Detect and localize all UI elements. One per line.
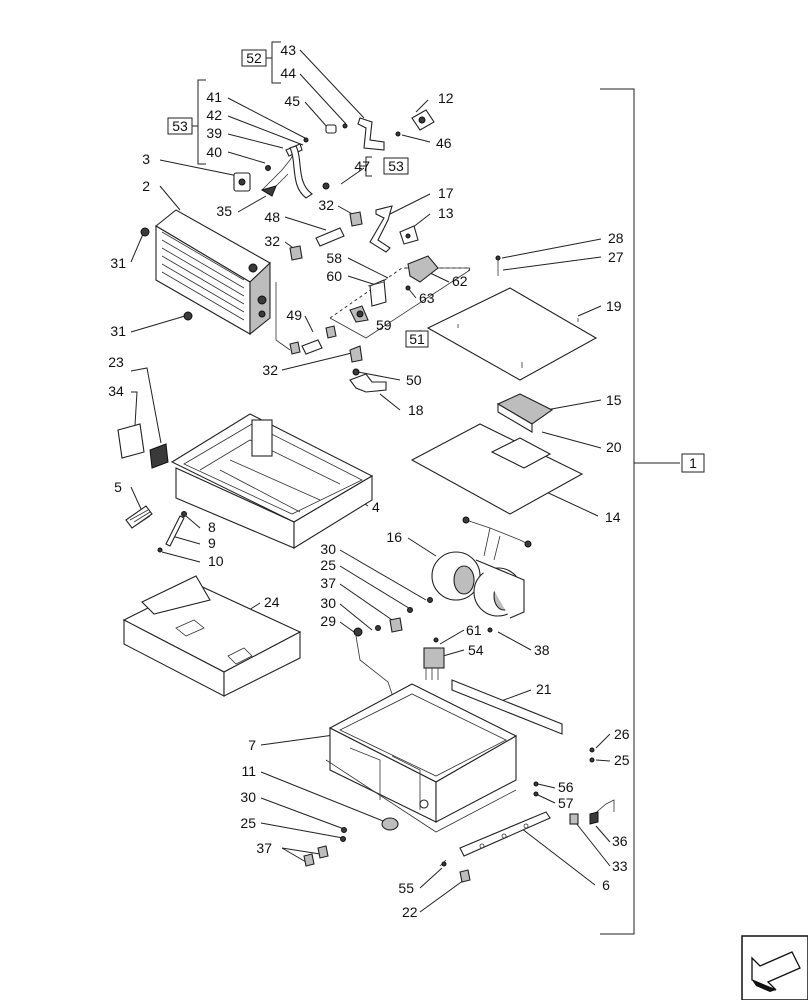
callout-46: 46 bbox=[436, 135, 452, 151]
frame-shape bbox=[325, 683, 518, 833]
callout-47: 47 bbox=[354, 158, 370, 174]
callout-34: 34 bbox=[108, 383, 124, 399]
callout-63: 63 bbox=[419, 290, 435, 306]
callout-40: 40 bbox=[206, 144, 222, 160]
callout-44: 44 bbox=[280, 65, 296, 81]
callout-30c: 30 bbox=[240, 789, 256, 805]
callout-32a: 32 bbox=[318, 197, 334, 213]
callout-58: 58 bbox=[326, 250, 342, 266]
callout-56: 56 bbox=[558, 779, 574, 795]
callout-38: 38 bbox=[534, 642, 550, 658]
callout-39: 39 bbox=[206, 125, 222, 141]
evaporator-core-shape bbox=[155, 209, 271, 336]
callout-14: 14 bbox=[605, 509, 621, 525]
callout-15: 15 bbox=[606, 392, 622, 408]
callout-1: 1 bbox=[689, 455, 697, 471]
callout-8: 8 bbox=[208, 519, 216, 535]
callout-32c: 32 bbox=[262, 362, 278, 378]
callout-60: 60 bbox=[326, 268, 342, 284]
callout-59: 59 bbox=[376, 317, 392, 333]
callout-9: 9 bbox=[208, 535, 216, 551]
callout-61: 61 bbox=[466, 622, 482, 638]
callout-3: 3 bbox=[142, 151, 150, 167]
callout-48: 48 bbox=[264, 209, 280, 225]
callout-16: 16 bbox=[386, 529, 402, 545]
callout-18: 18 bbox=[408, 402, 424, 418]
callout-28: 28 bbox=[608, 230, 624, 246]
callout-33: 33 bbox=[612, 858, 628, 874]
callout-24: 24 bbox=[264, 594, 280, 610]
housing-shape bbox=[170, 413, 374, 549]
callout-36: 36 bbox=[612, 833, 628, 849]
arrow-back-icon[interactable] bbox=[741, 935, 808, 1000]
callout-29: 29 bbox=[320, 613, 336, 629]
callout-37b: 37 bbox=[256, 840, 272, 856]
callout-13: 13 bbox=[438, 205, 454, 221]
label-box-53b bbox=[383, 157, 409, 175]
callout-labels: 1 2 3 4 5 6 7 8 9 10 11 12 13 14 15 16 1… bbox=[108, 42, 697, 920]
callout-17: 17 bbox=[438, 185, 454, 201]
callout-32b: 32 bbox=[264, 233, 280, 249]
callout-31a: 31 bbox=[110, 255, 126, 271]
callout-21: 21 bbox=[536, 681, 552, 697]
callout-27: 27 bbox=[608, 249, 624, 265]
callout-20: 20 bbox=[606, 439, 622, 455]
callout-11: 11 bbox=[241, 763, 256, 779]
callout-2: 2 bbox=[142, 178, 150, 194]
callout-43: 43 bbox=[280, 42, 296, 58]
callout-50: 50 bbox=[406, 372, 422, 388]
label-box-52 bbox=[241, 49, 267, 67]
callout-22: 22 bbox=[402, 904, 418, 920]
callout-54: 54 bbox=[468, 642, 484, 658]
callout-53b: 53 bbox=[388, 158, 404, 174]
callout-31b: 31 bbox=[110, 323, 126, 339]
callout-30b: 30 bbox=[320, 595, 336, 611]
callout-37a: 37 bbox=[320, 575, 336, 591]
callout-26: 26 bbox=[614, 726, 630, 742]
callout-4: 4 bbox=[372, 499, 380, 515]
callout-12: 12 bbox=[438, 90, 454, 106]
label-box-1 bbox=[681, 453, 705, 473]
callout-30a: 30 bbox=[320, 541, 336, 557]
callout-62: 62 bbox=[452, 273, 468, 289]
callout-49: 49 bbox=[286, 307, 302, 323]
blower-shape bbox=[431, 516, 532, 619]
callout-7: 7 bbox=[248, 737, 256, 753]
callout-10: 10 bbox=[208, 553, 224, 569]
callout-42: 42 bbox=[206, 107, 222, 123]
callout-41: 41 bbox=[206, 89, 222, 105]
callout-25a: 25 bbox=[320, 557, 336, 573]
callout-53a: 53 bbox=[172, 118, 188, 134]
callout-23: 23 bbox=[108, 354, 124, 370]
callout-45: 45 bbox=[284, 93, 300, 109]
callout-57: 57 bbox=[558, 795, 574, 811]
label-box-53a bbox=[167, 117, 193, 135]
callout-55: 55 bbox=[398, 880, 414, 896]
callout-6: 6 bbox=[602, 877, 610, 893]
callout-5: 5 bbox=[114, 479, 122, 495]
parts bbox=[117, 109, 615, 883]
callout-25b: 25 bbox=[614, 752, 630, 768]
tray-shape bbox=[122, 575, 302, 697]
label-box-51 bbox=[405, 330, 429, 348]
callout-52: 52 bbox=[246, 50, 262, 66]
callout-25c: 25 bbox=[240, 815, 256, 831]
callout-19: 19 bbox=[606, 298, 622, 314]
callout-35: 35 bbox=[216, 203, 232, 219]
callout-51: 51 bbox=[409, 331, 425, 347]
